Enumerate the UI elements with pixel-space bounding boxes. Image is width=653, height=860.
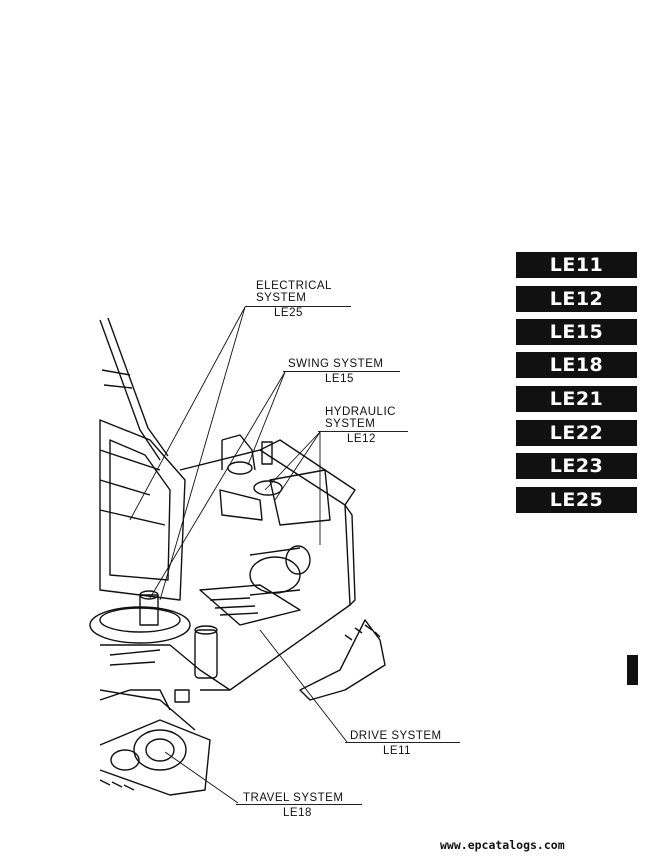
leader-swing bbox=[247, 371, 286, 466]
cab-window bbox=[109, 439, 171, 581]
callout-hydraulic-line2: SYSTEM bbox=[325, 418, 376, 430]
valve-spools bbox=[209, 597, 259, 616]
watermark-text: www.epcatalogs.com bbox=[440, 838, 565, 852]
callout-electrical-underline bbox=[245, 306, 351, 307]
engine-cover bbox=[269, 469, 331, 526]
track-frame bbox=[99, 689, 171, 711]
boom-hose bbox=[101, 369, 133, 389]
callout-swing-code: LE15 bbox=[325, 373, 354, 385]
callout-drive-line1: DRIVE SYSTEM bbox=[350, 730, 442, 742]
leader-drive bbox=[259, 629, 348, 743]
cab-detail bbox=[99, 449, 166, 526]
swing-motor bbox=[139, 594, 159, 626]
callout-swing: SWING SYSTEM LE15 bbox=[288, 358, 383, 385]
callout-travel-underline bbox=[236, 804, 362, 805]
control-valve bbox=[199, 584, 301, 626]
leader-hydraulic bbox=[274, 431, 321, 501]
tab-le11[interactable]: LE11 bbox=[516, 252, 637, 278]
upper-body bbox=[179, 449, 351, 691]
callout-swing-line1: SWING SYSTEM bbox=[288, 358, 384, 370]
swing-motor-top bbox=[139, 590, 159, 600]
motor bbox=[249, 556, 301, 594]
tab-le21[interactable]: LE21 bbox=[516, 386, 637, 412]
callout-electrical-line2: SYSTEM bbox=[256, 292, 307, 304]
track-grousers bbox=[99, 779, 135, 791]
callout-electrical-code: LE25 bbox=[274, 307, 303, 319]
left-track bbox=[99, 719, 211, 796]
leader-swing bbox=[149, 371, 286, 599]
tab-le15[interactable]: LE15 bbox=[516, 319, 637, 345]
callout-drive-code: LE11 bbox=[383, 745, 412, 757]
callout-hydraulic-code: LE12 bbox=[347, 433, 376, 445]
motor-body bbox=[249, 547, 301, 596]
right-track bbox=[299, 619, 386, 701]
callout-travel: TRAVEL SYSTEM LE18 bbox=[243, 792, 343, 819]
callout-hydraulic: HYDRAULIC SYSTEM LE12 bbox=[325, 406, 396, 445]
tab-le25[interactable]: LE25 bbox=[516, 487, 637, 513]
leader-hydraulic bbox=[264, 431, 321, 491]
callout-travel-code: LE18 bbox=[283, 807, 312, 819]
callout-electrical: ELECTRICAL SYSTEM LE25 bbox=[256, 280, 332, 319]
upper-body-top bbox=[259, 439, 356, 506]
callout-drive-underline bbox=[345, 742, 460, 743]
callout-hydraulic-line1: HYDRAULIC bbox=[325, 406, 396, 418]
travel-motor bbox=[133, 729, 187, 771]
track-grousers bbox=[344, 624, 381, 641]
sprocket bbox=[110, 749, 140, 771]
frame-detail bbox=[109, 649, 161, 666]
callout-swing-underline bbox=[283, 371, 400, 372]
tab-le22[interactable]: LE22 bbox=[516, 420, 637, 446]
callout-drive: DRIVE SYSTEM LE11 bbox=[350, 730, 442, 757]
tab-le23[interactable]: LE23 bbox=[516, 453, 637, 479]
callout-electrical-line1: ELECTRICAL bbox=[256, 280, 332, 292]
boom-outline bbox=[107, 317, 169, 457]
filter bbox=[261, 441, 273, 465]
motor-end bbox=[285, 545, 311, 575]
accumulator bbox=[194, 629, 218, 679]
hydraulic-tank bbox=[219, 489, 263, 521]
tab-le12[interactable]: LE12 bbox=[516, 286, 637, 312]
tank-cap bbox=[253, 480, 283, 496]
boom-outline bbox=[99, 319, 161, 461]
upper-body-side bbox=[344, 504, 356, 606]
cab-outline bbox=[99, 419, 186, 601]
leader-electrical bbox=[129, 306, 246, 521]
filler-pipe bbox=[221, 434, 256, 471]
callout-travel-line1: TRAVEL SYSTEM bbox=[243, 792, 344, 804]
leader-electrical bbox=[159, 306, 246, 601]
lower-frame bbox=[99, 644, 231, 731]
frame-block bbox=[174, 689, 190, 703]
leader-travel bbox=[164, 751, 239, 804]
callout-hydraulic-underline bbox=[318, 431, 408, 432]
thumb-index-marker bbox=[627, 655, 638, 685]
tab-le18[interactable]: LE18 bbox=[516, 352, 637, 378]
accumulator-top bbox=[194, 625, 218, 635]
travel-motor-hub bbox=[145, 738, 175, 762]
